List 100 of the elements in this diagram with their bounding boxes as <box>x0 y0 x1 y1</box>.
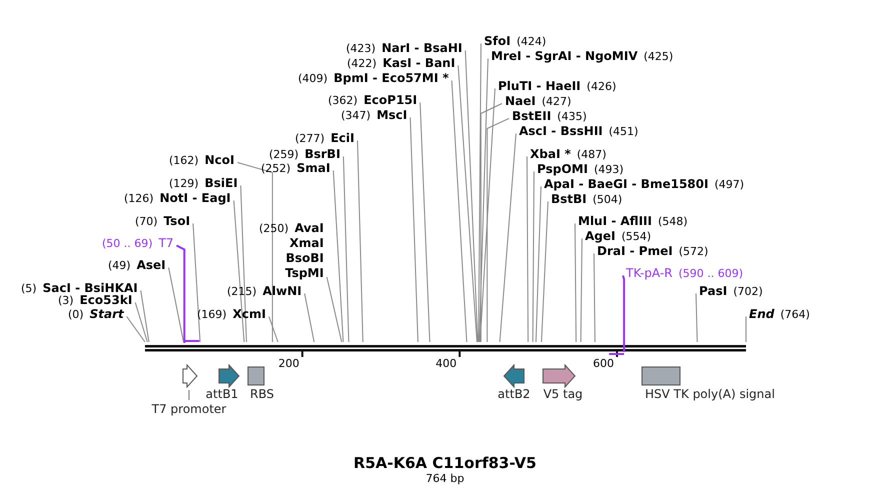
leader-line <box>233 200 245 342</box>
enzyme-name: End <box>749 307 774 321</box>
leader-line <box>420 102 430 342</box>
leader-line <box>168 267 184 342</box>
position-label: (162) <box>169 154 199 167</box>
enzyme-name: AlwNI <box>262 284 302 298</box>
enzyme-name: AgeI <box>585 229 616 243</box>
position-label: (409) <box>298 72 328 85</box>
enzyme-name: BsrBI <box>304 147 340 161</box>
position-label: (362) <box>328 94 358 107</box>
position-label: (426) <box>586 80 616 93</box>
leader-line <box>594 253 596 342</box>
tick-label: 200 <box>278 357 300 370</box>
enzyme-name: TspMI <box>285 266 324 280</box>
enzyme-name: BstEII <box>512 109 552 123</box>
enzyme-name: SmaI <box>296 161 330 175</box>
leader-line <box>696 293 698 342</box>
leader-line <box>451 80 468 342</box>
map-title: R5A-K6A C11orf83-V5 <box>352 454 538 472</box>
position-label: (493) <box>594 163 624 176</box>
leader-line <box>332 170 344 342</box>
leader-line <box>176 244 186 343</box>
leader-line <box>478 58 488 342</box>
position-label: (424) <box>516 35 546 48</box>
position-label: (435) <box>557 110 587 123</box>
position-label: (487) <box>576 148 606 161</box>
enzyme-name: EcoP15I <box>364 93 418 107</box>
leader-line <box>140 290 150 342</box>
position-label: (425) <box>644 50 674 63</box>
feature-label: attB2 <box>498 387 530 401</box>
enzyme-name: BpmI - Eco57MI * <box>334 71 449 85</box>
leader-line <box>342 156 350 342</box>
enzyme-name: NaeI <box>505 94 536 108</box>
tick-label: 600 <box>592 357 614 370</box>
leader-line <box>480 88 496 342</box>
enzyme-name: SfoI <box>484 34 511 48</box>
enzyme-name: AscI - BssHII <box>519 124 603 138</box>
position-label: (5) <box>21 282 37 295</box>
position-label: (427) <box>542 95 572 108</box>
position-label: (277) <box>295 132 325 145</box>
leader-line <box>622 275 626 352</box>
position-label: (702) <box>733 285 763 298</box>
position-label: (422) <box>347 57 377 70</box>
enzyme-name: PspOMI <box>537 162 588 176</box>
leader-line <box>478 43 482 342</box>
leader-line <box>236 162 273 342</box>
position-label: (259) <box>269 148 299 161</box>
position-label: (497) <box>714 178 744 191</box>
leader-line <box>464 50 478 342</box>
position-label: (764) <box>780 308 810 321</box>
enzyme-name: AvaI <box>294 221 324 235</box>
position-label: (548) <box>658 215 688 228</box>
enzyme-name: Eco53kI <box>80 293 132 307</box>
enzyme-name: BsiEI <box>204 176 238 190</box>
leader-line <box>532 171 534 342</box>
leader-line <box>304 293 315 342</box>
enzyme-name: MluI - AflIII <box>578 214 652 228</box>
position-label: (504) <box>592 193 622 206</box>
sequence-length: 764 bp <box>424 472 466 485</box>
leader-line <box>486 118 510 342</box>
enzyme-name: MreI - SgrAI - NgoMIV <box>491 49 638 63</box>
feature-label: RBS <box>250 387 274 401</box>
leader-line <box>268 316 278 342</box>
position-label: (250) <box>259 222 289 235</box>
feature-label: V5 tag <box>543 387 583 401</box>
enzyme-name: NotI - EagI <box>160 191 231 205</box>
position-label: (554) <box>621 230 652 243</box>
enzyme-name: XbaI * <box>530 147 571 161</box>
position-label: (451) <box>608 125 638 138</box>
position-label: (0) <box>68 308 84 321</box>
position-label: (590 .. 609) <box>678 267 744 280</box>
position-label: (169) <box>197 308 227 321</box>
enzyme-name: DraI - PmeI <box>597 244 673 258</box>
enzyme-name: MscI <box>376 108 408 122</box>
position-label: (49) <box>108 259 131 272</box>
leader-line <box>480 103 502 342</box>
enzyme-name: Start <box>90 307 124 321</box>
enzyme-name: ApaI - BaeGI - Bme1580I <box>544 177 708 191</box>
leader-line <box>326 276 342 342</box>
leader-line <box>580 238 582 342</box>
leader-line <box>535 186 542 342</box>
leader-line <box>356 140 364 342</box>
position-label: (50 .. 69) <box>102 237 153 250</box>
position-label: (347) <box>341 109 371 122</box>
feature-label: T7 promoter <box>152 402 226 416</box>
tick-label: 400 <box>436 357 457 370</box>
feature-label: HSV TK poly(A) signal <box>645 387 775 401</box>
leader-line <box>499 133 516 342</box>
leader-line <box>126 316 146 342</box>
enzyme-name: NcoI <box>204 153 234 167</box>
position-label: (70) <box>135 215 158 228</box>
leader-line <box>458 65 478 342</box>
leader-line <box>134 302 148 342</box>
leader-line <box>410 117 418 342</box>
primer-label: TK-pA-R <box>626 266 672 280</box>
position-label: (572) <box>678 245 708 258</box>
enzyme-name: TsoI <box>164 214 190 228</box>
enzyme-name: BsoBI <box>286 251 324 265</box>
enzyme-name: XmaI <box>290 236 324 250</box>
position-label: (423) <box>346 42 376 55</box>
